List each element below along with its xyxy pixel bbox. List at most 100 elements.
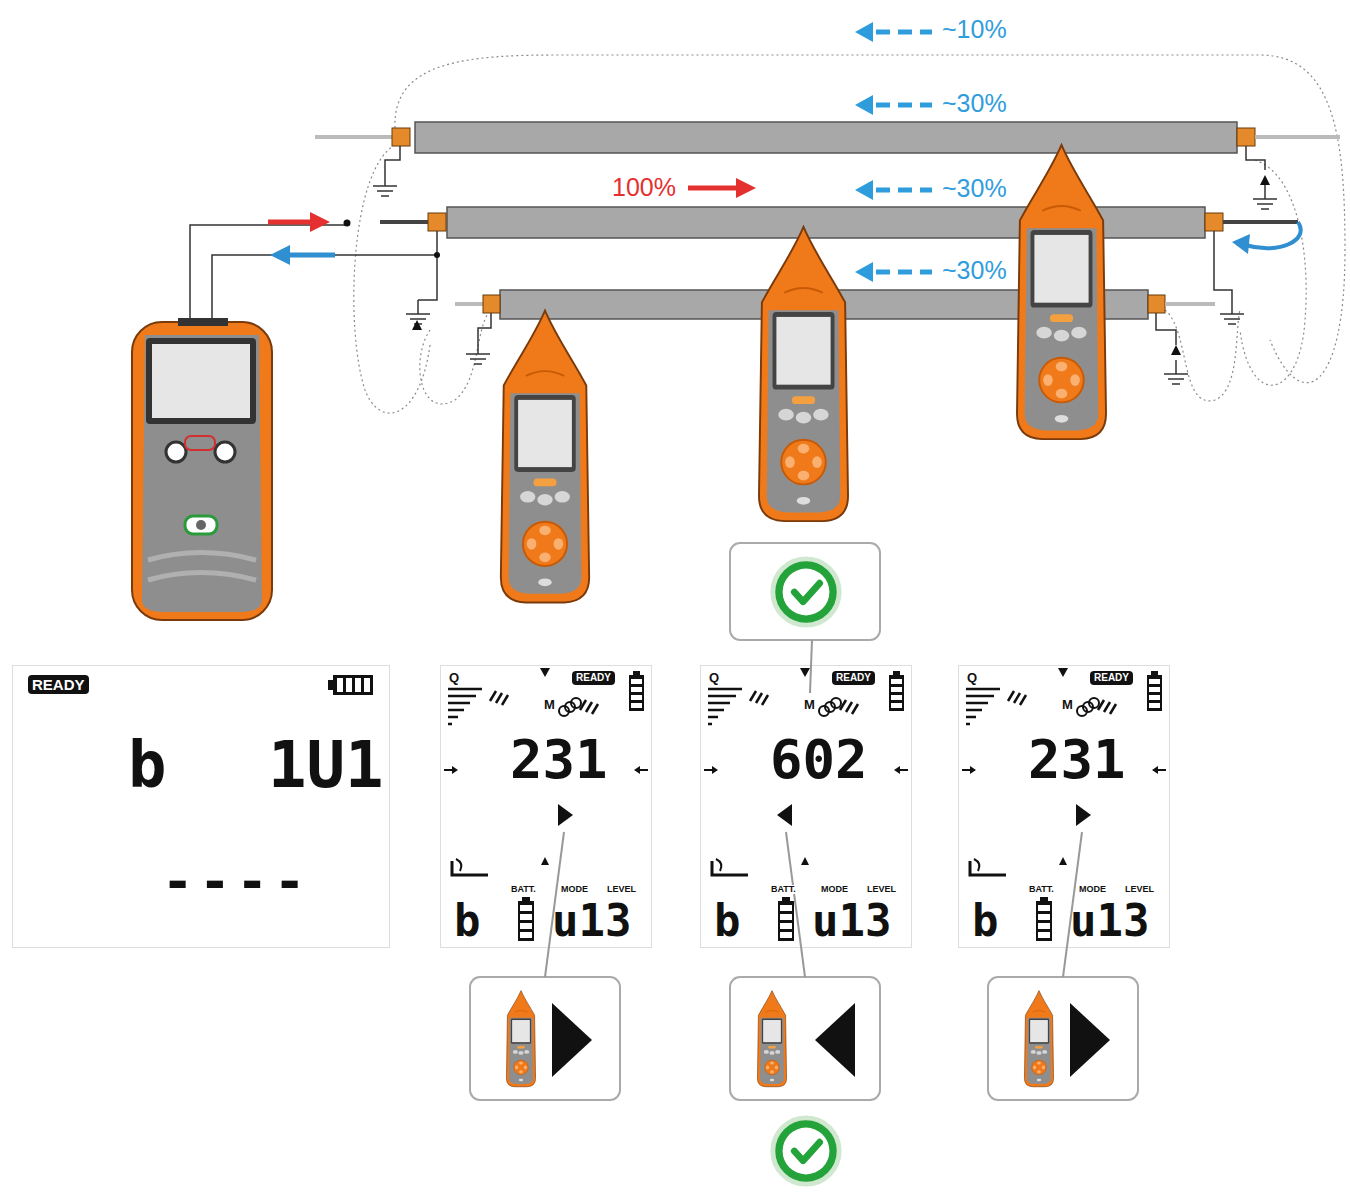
- receiver-display-frame: [959, 666, 1170, 948]
- drawing-path: [1214, 231, 1232, 300]
- drawing-rect: [392, 128, 410, 146]
- drawing-line: [1165, 302, 1215, 306]
- current-share-label: 100%: [612, 175, 676, 200]
- battery-caption: BATT.: [1028, 885, 1055, 894]
- leader-lines: [545, 640, 1082, 977]
- drawing-line: [380, 220, 428, 224]
- drawing-line: [1223, 220, 1298, 224]
- drawing-polygon: [1070, 1003, 1110, 1077]
- drawing-line: [688, 186, 738, 191]
- drawing-path: [418, 231, 437, 300]
- drawing-polygon: [855, 180, 873, 200]
- receiver-unit: [759, 227, 848, 521]
- status-badge: READY: [1090, 671, 1133, 685]
- drawing-polygon: [855, 95, 873, 115]
- signal-reading: 231: [1028, 733, 1126, 787]
- battery-caption: BATT.: [770, 885, 797, 894]
- drawing-line: [455, 302, 483, 306]
- status-badge: READY: [572, 671, 615, 685]
- drawing-use: [1220, 300, 1244, 324]
- drawing-line: [288, 253, 335, 258]
- callout-boxes: [470, 543, 1138, 1100]
- drawing-rect: [730, 977, 880, 1100]
- drawing-path: [354, 145, 430, 413]
- drawing-rect: [132, 322, 272, 620]
- mode-level-reading: u13: [1070, 899, 1149, 943]
- mode-letter: M: [543, 698, 556, 711]
- drawing-rect: [178, 318, 228, 326]
- transmitter-leads: [190, 225, 437, 322]
- drawing-polygon: [310, 212, 330, 232]
- drawing-rect: [483, 295, 500, 313]
- drawing-line: [876, 30, 932, 35]
- drawing-rect: [146, 338, 256, 424]
- drawing-path: [1240, 160, 1306, 385]
- current-share-label: ~30%: [942, 176, 1007, 201]
- drawing-rect: [346, 678, 352, 692]
- drawing-use: [373, 172, 397, 196]
- drawing-path: [1246, 146, 1265, 170]
- drawing-path: [420, 310, 490, 404]
- drawing-line: [876, 103, 932, 108]
- drawing-rect: [1205, 213, 1223, 231]
- drawing-use: [466, 340, 490, 364]
- drawing-line: [786, 832, 805, 977]
- drawing-polygon: [1260, 175, 1270, 185]
- drawing-line: [268, 220, 312, 225]
- drawing-circle: [196, 520, 206, 530]
- drawing-polygon: [855, 262, 873, 282]
- drawing-path: [148, 573, 256, 581]
- idle-dashes: ----: [162, 855, 311, 907]
- drawing-polygon: [815, 1003, 855, 1077]
- drawing-path: [385, 146, 400, 172]
- direction-arrows: [558, 804, 1091, 826]
- mode-letter: M: [803, 698, 816, 711]
- mode-caption: MODE: [560, 885, 589, 894]
- drawing-rect: [730, 543, 880, 640]
- receiver-display-frame: [441, 666, 652, 948]
- mode-level-reading: u13: [552, 899, 631, 943]
- drawing-rect: [415, 122, 1237, 153]
- transmitter-display: READYb1U1----: [12, 665, 390, 948]
- drawing-rect: [328, 680, 333, 690]
- drawing-circle: [344, 220, 351, 227]
- drawing-polygon: [1076, 804, 1091, 826]
- mode-letter: M: [1061, 698, 1074, 711]
- drawing-path: [142, 335, 262, 612]
- drawing-line: [876, 270, 932, 275]
- drawing-path: [190, 225, 347, 322]
- mode-caption: MODE: [1078, 885, 1107, 894]
- receiver-display: QREADYM231BATT.MODELEVELbu13: [958, 665, 1170, 948]
- current-share-label: ~30%: [942, 258, 1007, 283]
- drawing-polygon: [270, 245, 290, 265]
- drawing-circle: [434, 252, 440, 258]
- check-icon: [773, 1118, 839, 1184]
- transmitter-unit: [132, 318, 272, 620]
- drawing-polygon: [558, 804, 573, 826]
- range-letter: b: [454, 899, 481, 943]
- receiver-display: QREADYM602BATT.MODELEVELbu13: [700, 665, 912, 948]
- mode-caption: MODE: [820, 885, 849, 894]
- drawing-polygon: [1171, 345, 1181, 355]
- range-letter: b: [714, 899, 741, 943]
- battery-caption: BATT.: [510, 885, 537, 894]
- quality-label: Q: [448, 671, 460, 684]
- drawing-use: [1253, 185, 1277, 209]
- drawing-path: [478, 313, 491, 340]
- level-caption: LEVEL: [606, 885, 637, 894]
- check-icon: [773, 559, 839, 625]
- callout-arrows: [552, 1003, 1110, 1077]
- mini-receiver: [1024, 991, 1053, 1087]
- drawing-line: [810, 640, 812, 693]
- drawing-path: [148, 553, 256, 561]
- current-share-label: ~10%: [942, 17, 1007, 42]
- status-badge: READY: [28, 675, 89, 694]
- quality-label: Q: [966, 671, 978, 684]
- range-letter: b: [972, 899, 999, 943]
- quality-label: Q: [708, 671, 720, 684]
- return-arrow: [1245, 222, 1301, 248]
- receiver-unit: [1017, 145, 1106, 439]
- level-caption: LEVEL: [866, 885, 897, 894]
- mode-level-reading: u13: [812, 899, 891, 943]
